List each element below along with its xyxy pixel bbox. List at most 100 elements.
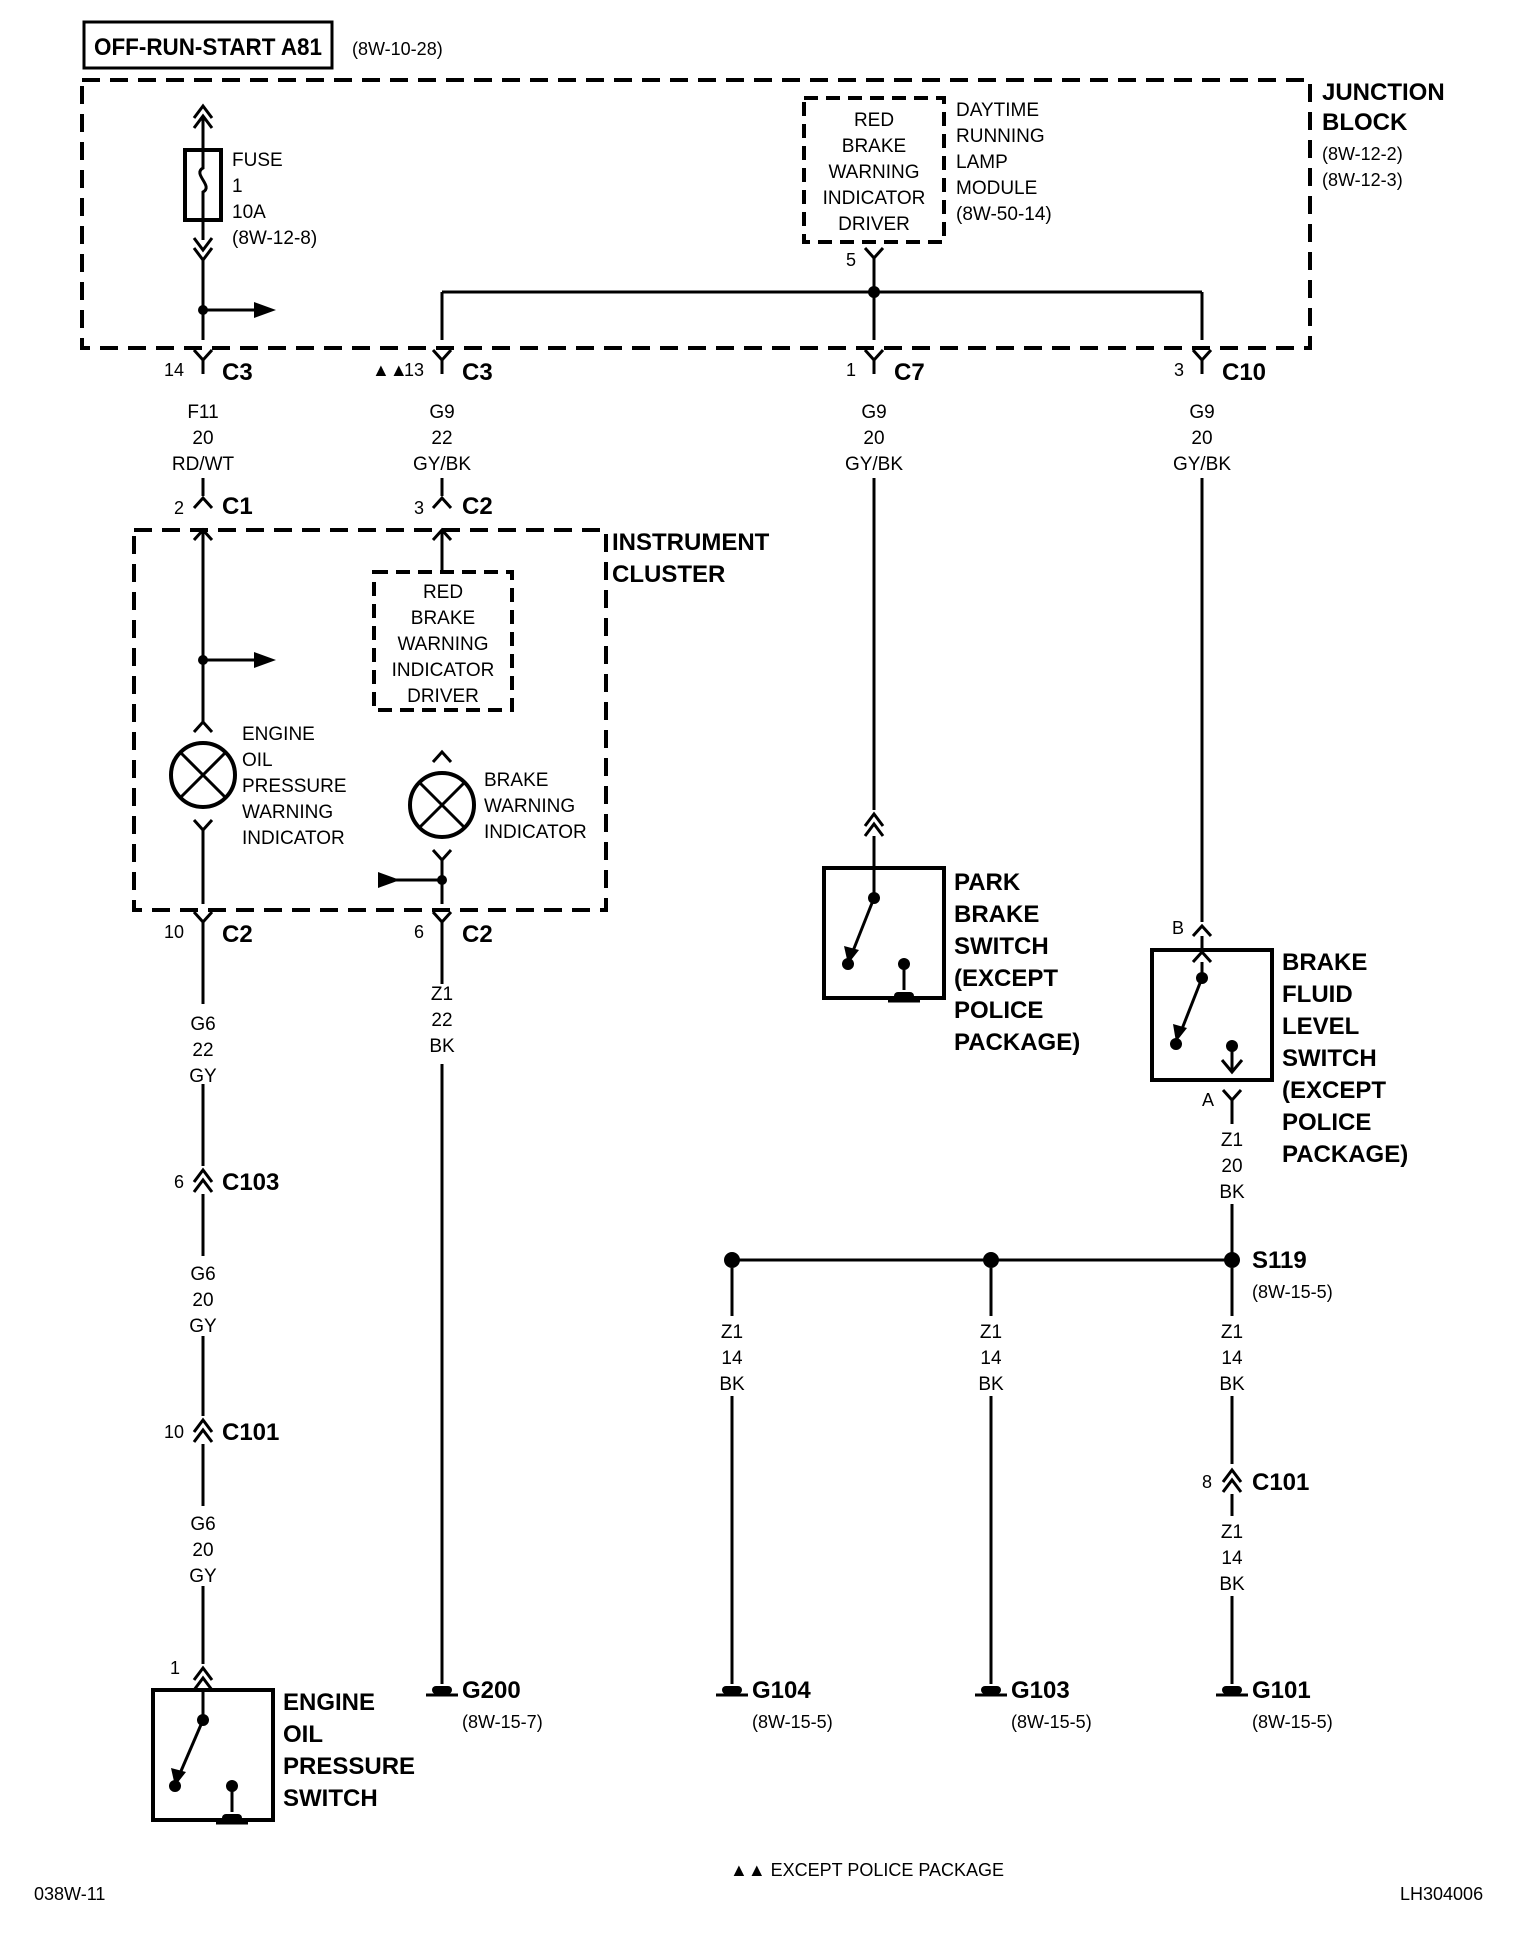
oil-pressure-switch	[151, 1688, 275, 1825]
g200-wire	[424, 936, 460, 1697]
footer-note: ▲▲ EXCEPT POLICE PACKAGE	[730, 1860, 1004, 1880]
junction-block-label: JUNCTION	[1322, 79, 1445, 106]
oil-switch-wire	[192, 936, 214, 1692]
wire-label: BK	[978, 1374, 1004, 1395]
connector-pin: 10	[164, 1422, 184, 1442]
park-brake-label: SWITCH	[954, 933, 1049, 960]
wire-label: BK	[1219, 1374, 1245, 1395]
connector-c103: C103	[222, 1169, 279, 1196]
footer-figure-code: LH304006	[1400, 1884, 1483, 1904]
connector-c2: C2	[462, 493, 493, 520]
ground-ref: (8W-15-5)	[1011, 1712, 1092, 1732]
wire-label: 22	[192, 1040, 213, 1061]
cluster-driver-label: INDICATOR	[392, 660, 495, 681]
wire-label: Z1	[1221, 1130, 1243, 1151]
cluster-driver-label: DRIVER	[407, 686, 479, 707]
park-brake-label: PARK	[954, 869, 1021, 896]
connector-pin: 10	[164, 922, 184, 942]
wire-label: GY	[189, 1566, 217, 1587]
wire-label: G6	[190, 1514, 215, 1535]
connector-c3: C3	[222, 359, 253, 386]
connector-pin: 13	[404, 360, 424, 380]
drl-module-label: LAMP	[956, 152, 1008, 173]
wire-label: 20	[192, 1290, 213, 1311]
connector-pin: 3	[1174, 360, 1184, 380]
wire-label: 22	[431, 428, 452, 449]
oil-indicator-label: ENGINE	[242, 724, 315, 745]
connector-c101: C101	[1252, 1469, 1309, 1496]
title: OFF-RUN-START A81	[94, 34, 322, 61]
fuse-ref: (8W-12-8)	[232, 228, 317, 249]
wire-label: Z1	[721, 1322, 743, 1343]
junction-block-outline	[80, 78, 1312, 350]
footer-page-code: 038W-11	[34, 1884, 105, 1904]
brake-fluid-label: FLUID	[1282, 981, 1353, 1008]
fuse-label: 1	[232, 176, 243, 197]
wire-label: 14	[721, 1348, 743, 1369]
brake-fluid-label: POLICE	[1282, 1109, 1371, 1136]
brake-fluid-label: LEVEL	[1282, 1013, 1359, 1040]
wire-label: Z1	[431, 984, 453, 1005]
wire-label: 20	[192, 1540, 213, 1561]
drl-driver-label: BRAKE	[842, 136, 906, 157]
wire-label: G9	[861, 402, 886, 423]
brake-indicator-circuit	[378, 530, 476, 904]
fuse-symbol	[183, 104, 276, 340]
drl-driver-label: DRIVER	[838, 214, 910, 235]
wire-label: BK	[719, 1374, 745, 1395]
park-brake-label: BRAKE	[954, 901, 1039, 928]
drl-module-label: MODULE	[956, 178, 1037, 199]
brake-fluid-label: PACKAGE)	[1282, 1141, 1408, 1168]
connector-pin: 3	[414, 498, 424, 518]
wire-label: G9	[1189, 402, 1214, 423]
brake-indicator-label: WARNING	[484, 796, 575, 817]
connector-c3: C3	[462, 359, 493, 386]
brake-fluid-label: (EXCEPT	[1282, 1077, 1386, 1104]
wire-label: GY/BK	[845, 454, 903, 475]
wire-label: RD/WT	[172, 454, 235, 475]
wire-label: BK	[1219, 1574, 1245, 1595]
oil-indicator-label: WARNING	[242, 802, 333, 823]
junction-block-ref: (8W-12-3)	[1322, 170, 1403, 190]
wire-label: G6	[190, 1264, 215, 1285]
drl-driver-label: INDICATOR	[823, 188, 926, 209]
wire-label: G9	[429, 402, 454, 423]
brake-fluid-label: SWITCH	[1282, 1045, 1377, 1072]
title-ref: (8W-10-28)	[352, 39, 443, 59]
instrument-cluster-outline	[132, 528, 608, 912]
connector-c7: C7	[894, 359, 925, 386]
drl-module-label: RUNNING	[956, 126, 1045, 147]
wire-label: F11	[187, 402, 218, 423]
wire-label: Z1	[1221, 1522, 1243, 1543]
wire-label: 14	[1221, 1548, 1243, 1569]
wire-label: 22	[431, 1010, 452, 1031]
instrument-cluster-label: INSTRUMENT	[612, 529, 770, 556]
wire-label: 14	[1221, 1348, 1243, 1369]
wire-label: BK	[429, 1036, 455, 1057]
connector-pin: 6	[174, 1172, 184, 1192]
brake-fluid-wire	[1191, 478, 1213, 950]
cluster-driver-label: BRAKE	[411, 608, 475, 629]
drl-driver-label: RED	[854, 110, 894, 131]
cluster-driver-label: WARNING	[397, 634, 488, 655]
wire-label: GY	[189, 1316, 217, 1337]
connector-c2: C2	[222, 921, 253, 948]
wire-label: 20	[1221, 1156, 1242, 1177]
oil-switch-label: SWITCH	[283, 1785, 378, 1812]
ground-g101: G101	[1252, 1677, 1311, 1704]
connector-pin: 14	[164, 360, 184, 380]
oil-switch-label: PRESSURE	[283, 1753, 415, 1780]
brake-fluid-pin: A	[1202, 1090, 1214, 1110]
wire-label: GY	[189, 1066, 217, 1087]
drl-driver-box	[802, 96, 946, 244]
wire-label: Z1	[1221, 1322, 1243, 1343]
oil-pressure-indicator-circuit	[169, 530, 276, 904]
oil-indicator-label: INDICATOR	[242, 828, 345, 849]
connector-c1: C1	[222, 493, 253, 520]
cluster-driver-box	[372, 570, 514, 712]
wire-label: 14	[980, 1348, 1002, 1369]
park-brake-label: POLICE	[954, 997, 1043, 1024]
ground-g103: G103	[1011, 1677, 1070, 1704]
oil-indicator-label: PRESSURE	[242, 776, 347, 797]
